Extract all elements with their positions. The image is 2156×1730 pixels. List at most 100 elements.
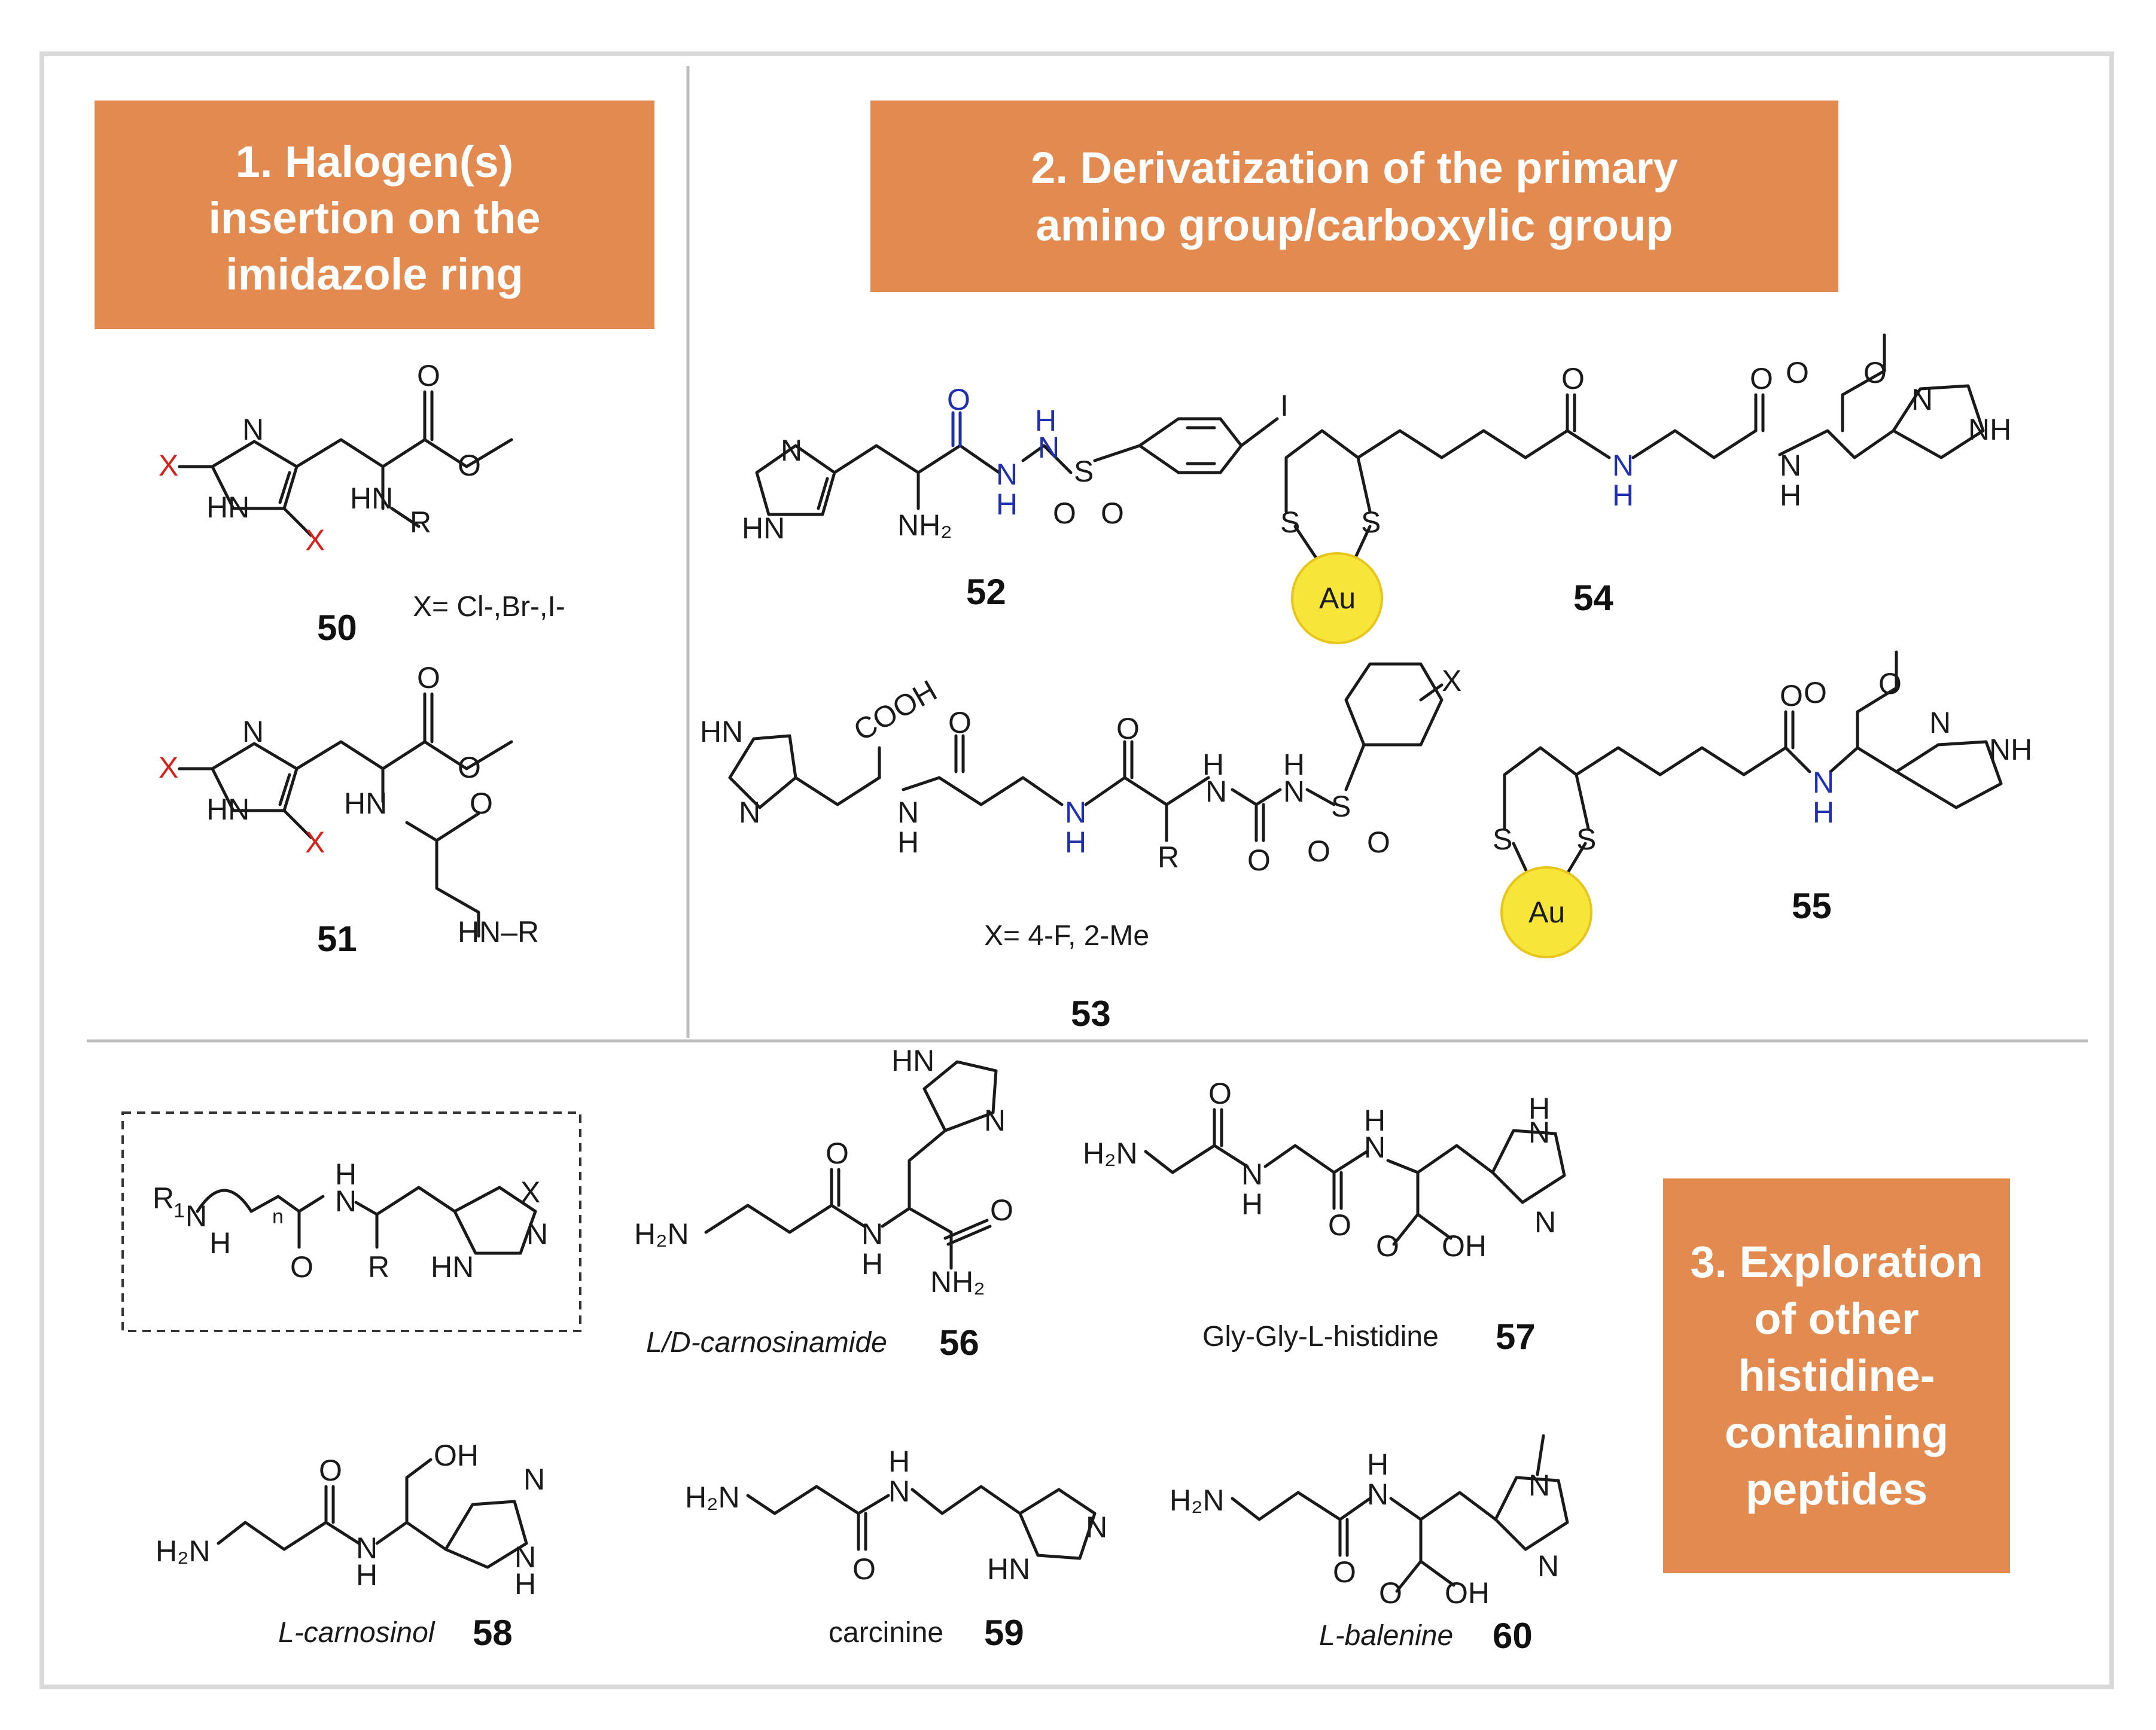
caption-59: carcinine — [829, 1617, 943, 1649]
gold-nanoparticle — [1291, 552, 1383, 644]
atom-au: Au — [1319, 581, 1356, 615]
atom-i: I — [1280, 389, 1289, 422]
atom-n: N — [1780, 449, 1801, 482]
atom-subscript-1: 1 — [173, 1199, 185, 1222]
atom-n: N — [335, 1184, 357, 1218]
atom-n: N — [1364, 1131, 1385, 1164]
structure-53: HN N COOH N H O N H O R H N O H N S O O … — [700, 662, 1461, 1034]
atom-au: Au — [1528, 896, 1565, 929]
atom-h: H — [335, 1158, 357, 1191]
atom-o: O — [990, 1193, 1013, 1227]
atom-hn-r: HN–R — [458, 915, 539, 949]
header-3-line-2: of other — [1754, 1294, 1919, 1344]
atom-h: H — [1367, 1448, 1388, 1481]
atom-n: N — [1065, 796, 1086, 829]
atom-n: N — [1367, 1478, 1388, 1511]
atom-r1: R — [153, 1181, 174, 1215]
compound-label-51: 51 — [317, 919, 357, 959]
structure-60: H₂N O H N O OH N N L-balenine 60 — [1170, 1434, 1569, 1656]
atom-n: N — [1283, 775, 1305, 808]
atom-o: O — [1328, 1208, 1351, 1242]
structure-55: S S Au O N H O O N NH 55 — [1493, 650, 2032, 958]
atom-n: N — [897, 796, 919, 829]
atom-n: N — [1038, 431, 1059, 464]
atom-o: O — [1367, 826, 1390, 859]
atom-o: O — [417, 359, 440, 392]
header-3-line-1: 3. Exploration — [1690, 1237, 1983, 1287]
atom-r: R — [410, 505, 431, 539]
atom-x: X — [305, 523, 325, 557]
caption-58: L-carnosinol — [278, 1617, 436, 1649]
atom-n: N — [1534, 1205, 1556, 1239]
atom-h2n: H₂N — [156, 1534, 211, 1568]
atom-hn: HN — [350, 482, 393, 515]
atom-n: N — [356, 1531, 377, 1565]
atom-h2n: H₂N — [1170, 1484, 1225, 1517]
header-2-line-1: 2. Derivatization of the primary — [1031, 143, 1678, 193]
atom-r: R — [1158, 840, 1179, 874]
atom-s: S — [1074, 455, 1094, 488]
atom-o: O — [852, 1552, 876, 1586]
atom-n: N — [523, 1463, 545, 1496]
compound-label-60: 60 — [1493, 1616, 1533, 1656]
atom-n: N — [1813, 766, 1834, 799]
atom-x: X — [159, 751, 178, 784]
atom-h: H — [356, 1558, 377, 1592]
atom-nh: NH — [1968, 413, 2011, 446]
atom-o: O — [947, 383, 970, 416]
atom-o: O — [1307, 834, 1330, 868]
compound-label-55: 55 — [1792, 886, 1832, 926]
atom-n: N — [1241, 1158, 1263, 1191]
atom-hn: HN — [431, 1250, 474, 1284]
atom-o: O — [1804, 676, 1827, 709]
atom-n: N — [1911, 383, 1933, 416]
compound-label-57: 57 — [1496, 1317, 1536, 1357]
atom-h: H — [209, 1226, 231, 1260]
header-3-line-3: histidine- — [1738, 1351, 1935, 1400]
atom-n: N — [1612, 449, 1634, 482]
atom-n: N — [242, 413, 264, 446]
atom-hn: HN — [344, 787, 387, 820]
atom-o: O — [1116, 712, 1140, 745]
structure-59: H₂N O H N N HN carcinine 59 — [685, 1445, 1107, 1653]
atom-h: H — [1035, 404, 1056, 437]
atom-s: S — [1331, 790, 1351, 823]
atom-hn: HN — [987, 1552, 1030, 1586]
compound-label-56: 56 — [939, 1323, 979, 1363]
atom-o: O — [290, 1250, 313, 1284]
atom-o: O — [1208, 1077, 1232, 1110]
atom-n: N — [984, 1104, 1006, 1137]
compound-label-53: 53 — [1071, 994, 1111, 1034]
atom-h: H — [897, 826, 919, 859]
atom-o: O — [1333, 1555, 1356, 1589]
atom-hn: HN — [206, 491, 249, 524]
atom-hn: HN — [700, 715, 743, 748]
atom-x: X — [520, 1175, 540, 1209]
atom-hn: HN — [891, 1044, 934, 1077]
atom-n: N — [1537, 1549, 1559, 1583]
atom-o: O — [470, 787, 493, 820]
atom-o: O — [1376, 1229, 1399, 1263]
atom-oh: OH — [1445, 1576, 1490, 1610]
atom-s: S — [1493, 823, 1512, 856]
header-3-line-4: containing — [1725, 1408, 1948, 1457]
header-3-line-5: peptides — [1746, 1464, 1927, 1514]
atom-h: H — [1780, 479, 1801, 512]
caption-halogen: X= Cl-,Br-,I- — [413, 591, 565, 623]
atom-n: N — [1086, 1510, 1107, 1544]
atom-o: O — [1379, 1576, 1402, 1610]
atom-hn: HN — [742, 511, 785, 545]
caption-53: X= 4-F, 2-Me — [984, 920, 1149, 952]
structure-51: N HN X X O O HN O HN–R 51 — [159, 661, 539, 959]
atom-h: H — [1364, 1104, 1385, 1137]
atom-r: R — [368, 1250, 389, 1284]
atom-h: H — [514, 1567, 536, 1601]
atom-n: N — [242, 715, 264, 748]
atom-h: H — [996, 488, 1018, 521]
atom-n-subscript: n — [272, 1205, 284, 1228]
atom-o: O — [1053, 497, 1076, 530]
atom-h2n: H₂N — [1083, 1137, 1138, 1170]
structure-50: N HN X X O O HN R 50 X= Cl-,Br-,I- — [159, 359, 565, 648]
atom-nh2: NH₂ — [897, 508, 952, 542]
